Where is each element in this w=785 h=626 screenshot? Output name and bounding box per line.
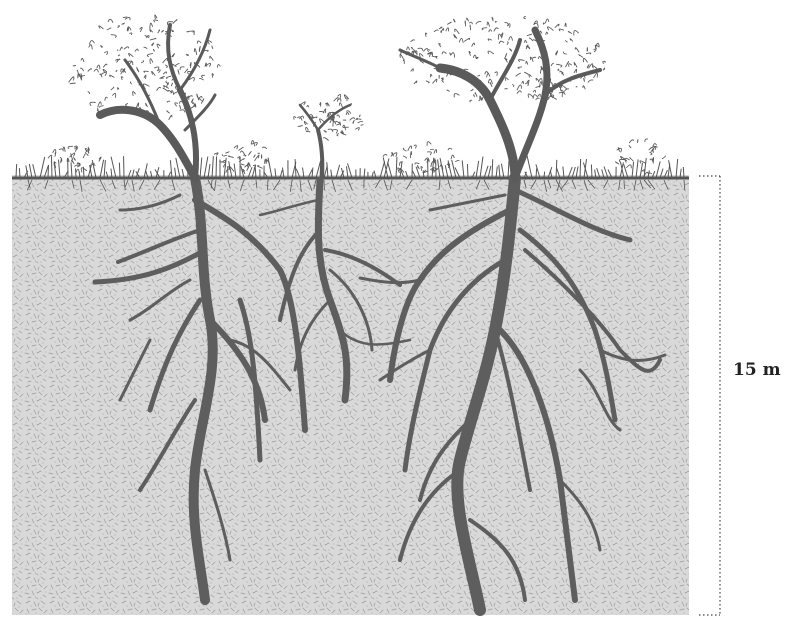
grass-blade	[200, 157, 202, 178]
grass-blade	[204, 157, 208, 178]
tree-branch	[168, 25, 180, 90]
grass-blade	[19, 168, 20, 178]
trees	[48, 15, 665, 178]
grass-blade	[383, 157, 388, 178]
tree-branch	[440, 68, 515, 178]
grass-blade	[176, 158, 180, 178]
grass-blade	[580, 159, 581, 178]
grass-blade	[51, 156, 52, 178]
grass-blade	[544, 172, 545, 178]
grass-blade	[212, 156, 213, 178]
tree-foliage	[69, 15, 220, 120]
depth-scale-bracket	[699, 176, 720, 615]
grass-blade	[16, 164, 17, 178]
tree-branch	[545, 70, 600, 95]
grass-blade	[396, 157, 397, 178]
tree-foliage	[383, 142, 459, 173]
grass-blade	[216, 156, 217, 178]
soil-block	[12, 175, 689, 615]
tree-branch	[100, 110, 195, 178]
grass-blade	[268, 158, 272, 178]
grass-blade	[40, 157, 45, 178]
tree-branch	[180, 30, 210, 90]
grass-blade	[683, 167, 684, 178]
tree-branch	[490, 40, 520, 100]
tree-foliage	[400, 16, 605, 103]
grass-blade	[591, 164, 592, 178]
tree-branch	[515, 30, 547, 178]
grass-blade	[480, 157, 483, 178]
grass-blade	[467, 164, 468, 178]
depth-scale-label: 15 m	[733, 360, 781, 380]
grass-blade	[527, 156, 532, 178]
grass-blade	[48, 165, 49, 178]
grass-blade	[536, 168, 537, 178]
tree-foliage	[48, 146, 101, 172]
grass-blade	[119, 163, 120, 178]
